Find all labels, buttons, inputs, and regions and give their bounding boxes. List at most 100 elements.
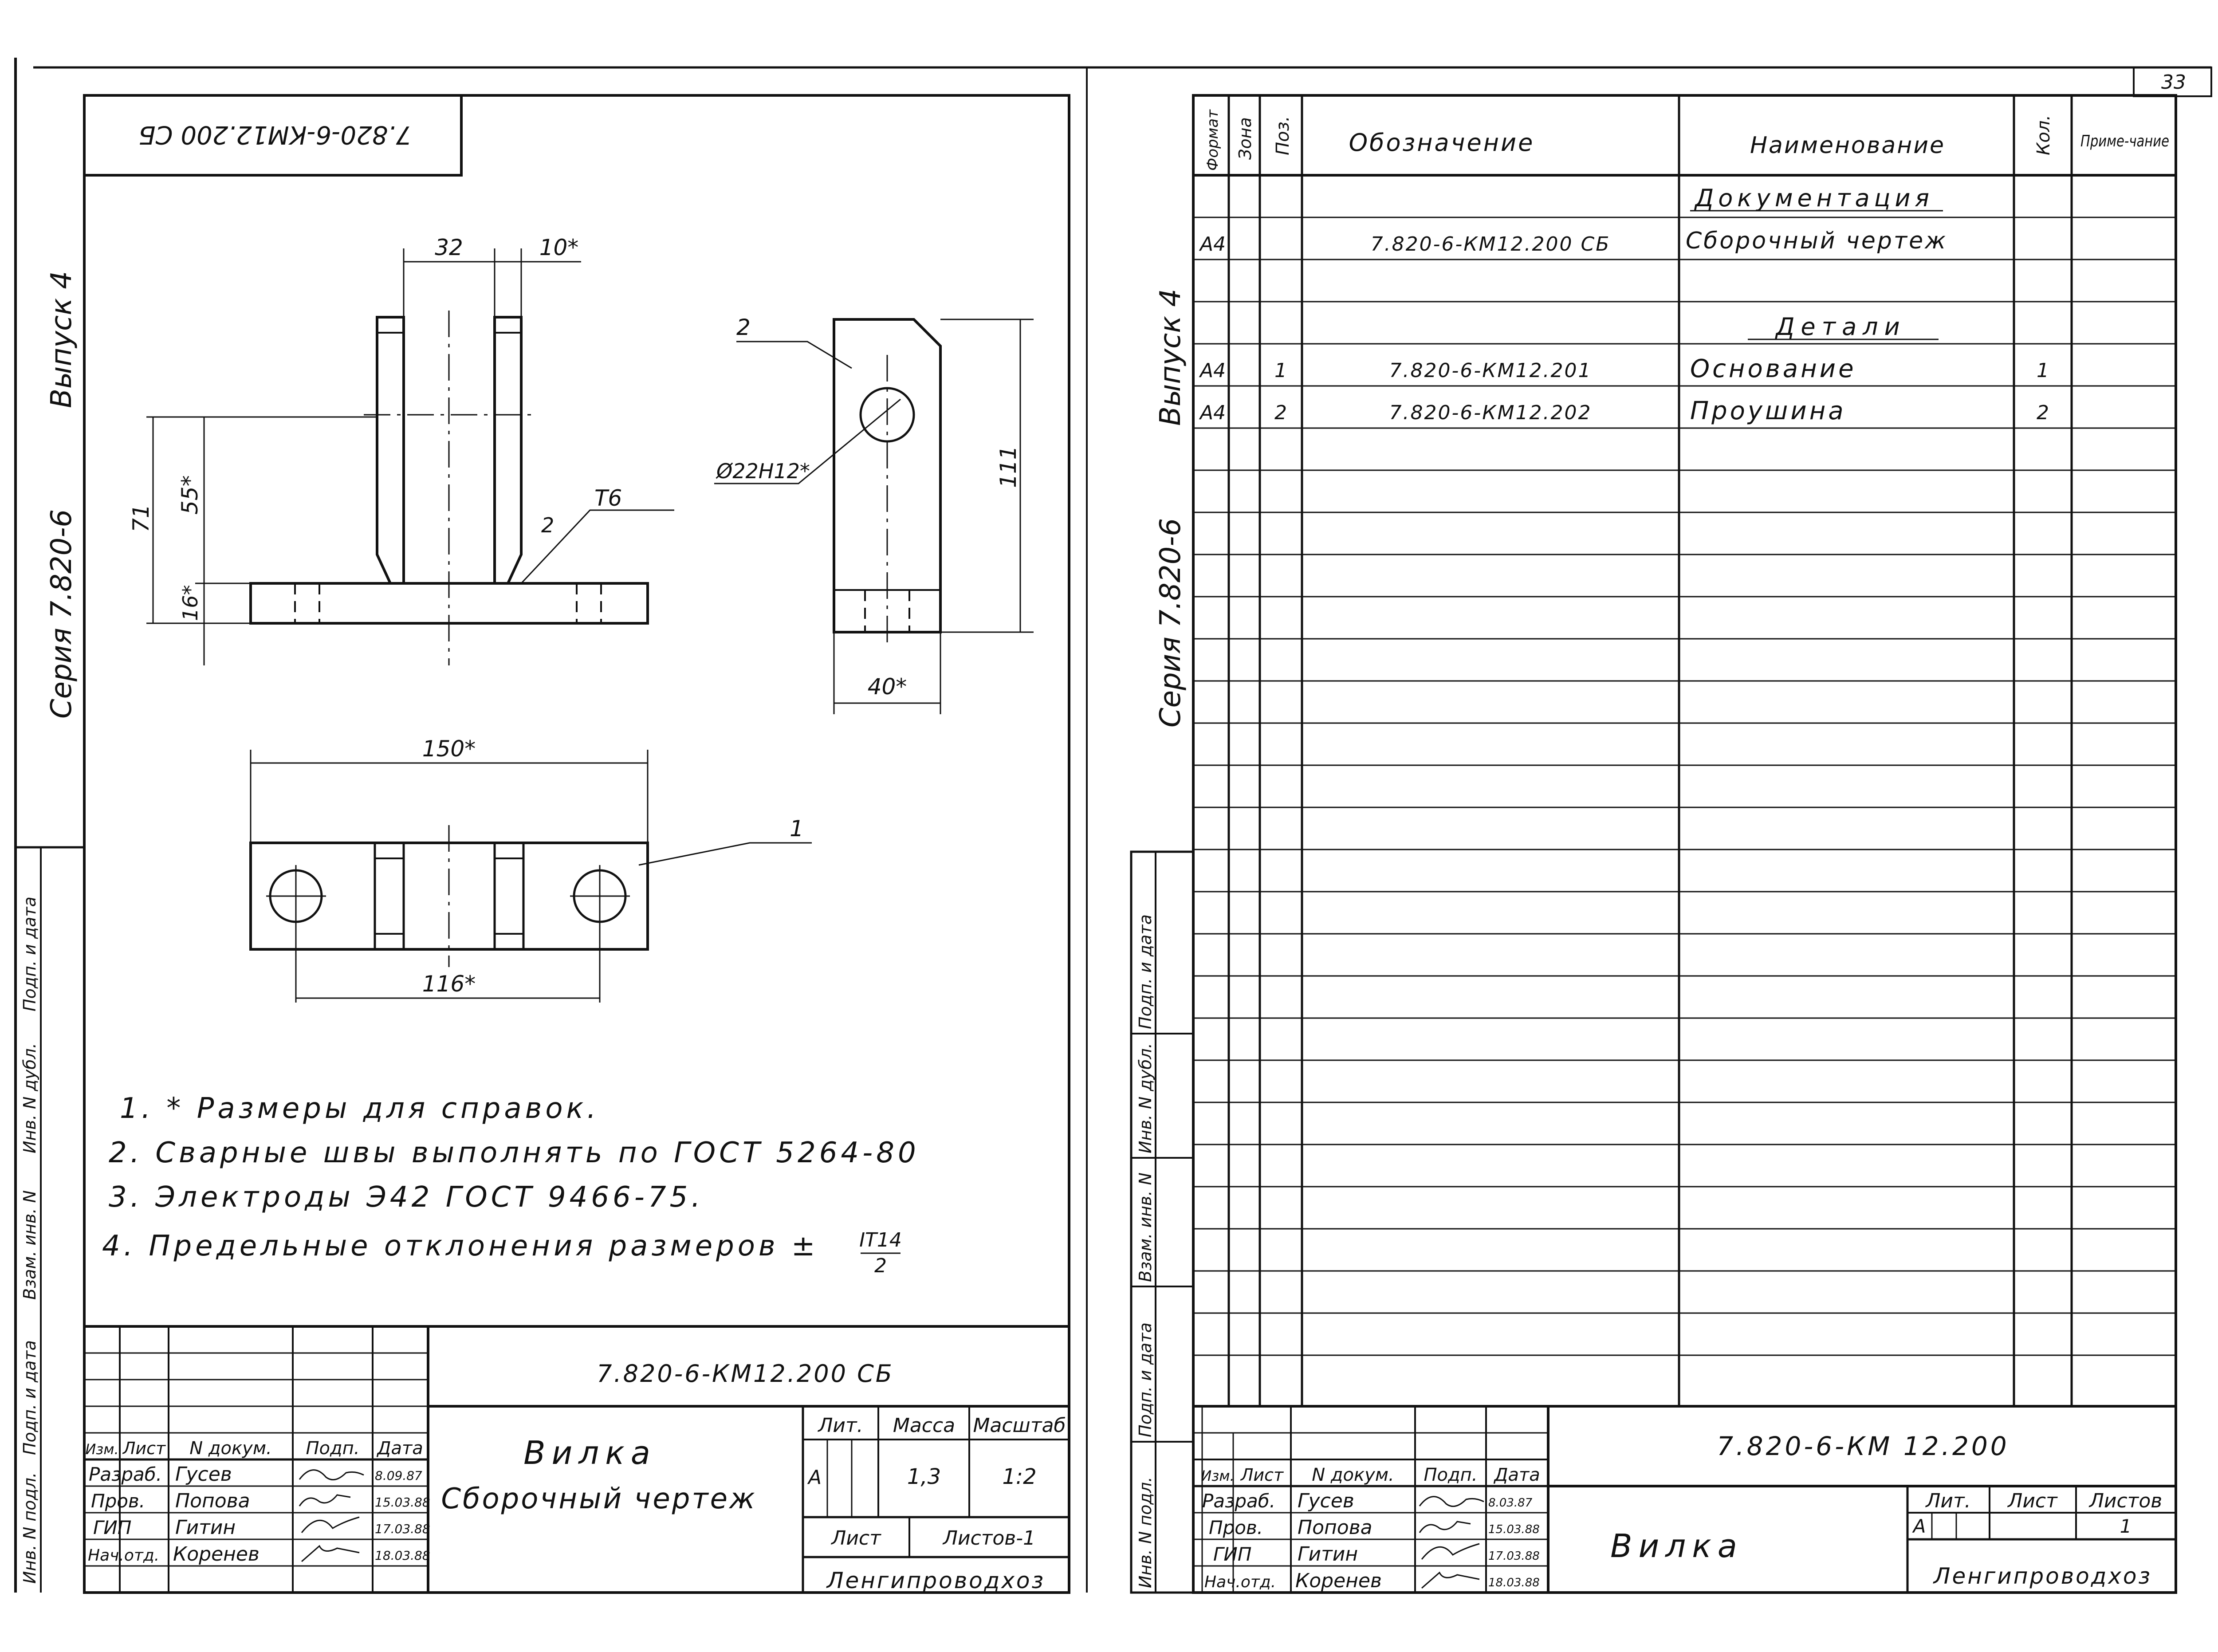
title-block-1 bbox=[84, 1325, 1069, 1593]
position-1: 1 bbox=[790, 816, 804, 842]
dim-32: 32 bbox=[435, 235, 463, 260]
row-2-qty: 1 bbox=[2037, 359, 2049, 382]
tb2-lit-label: Лит. bbox=[1925, 1490, 1970, 1512]
side-stamp-2 bbox=[1130, 850, 1195, 1594]
row-2-pos: 1 bbox=[1274, 359, 1287, 382]
tb2-sheet-label: Лист bbox=[2007, 1490, 2058, 1512]
tolerance-numerator: IT14 bbox=[859, 1229, 902, 1251]
spec-row: А4 2 7.820-6-КМ12.202 Проушина 2 bbox=[1199, 397, 2049, 425]
tb1-h-date: Дата bbox=[376, 1438, 423, 1459]
row-1-designation: 7.820-6-КМ12.200 СБ bbox=[1371, 233, 1611, 256]
tb1-role-2: Пров. bbox=[91, 1490, 145, 1512]
row-3-pos: 2 bbox=[1274, 401, 1287, 424]
note-4: 4. Предельные отклонения размеров ± bbox=[102, 1230, 819, 1263]
tb2-person-3: Гитин bbox=[1298, 1543, 1358, 1565]
tb2-sheets-value: 1 bbox=[2120, 1515, 2132, 1537]
side-view bbox=[714, 318, 1034, 714]
tb2-date-4: 18.03.88 bbox=[1488, 1576, 1540, 1589]
tb1-date-4: 18.03.88 bbox=[375, 1548, 430, 1563]
tb2-date-2: 15.03.88 bbox=[1488, 1523, 1540, 1536]
note-3: 3. Электроды Э42 ГОСТ 9466-75. bbox=[109, 1181, 704, 1214]
side2-stamp-label-2: Подп. и дата bbox=[1136, 1322, 1155, 1437]
tb2-lit-value: А bbox=[1912, 1515, 1926, 1537]
front-view bbox=[146, 248, 674, 665]
tb1-h-podp: Подп. bbox=[306, 1438, 359, 1459]
spec-table-grid bbox=[1193, 95, 2176, 1406]
tb1-role-3: ГИП bbox=[93, 1517, 131, 1538]
side-stamp-label-4: Инв. N дубл. bbox=[20, 1043, 39, 1153]
tb1-role-4: Нач.отд. bbox=[88, 1546, 159, 1565]
page-frame bbox=[14, 58, 2212, 1593]
tb2-person-2: Попова bbox=[1298, 1516, 1372, 1539]
tb2-org: Ленгипроводхоз bbox=[1933, 1563, 2152, 1589]
tb2-designation: 7.820-6-КМ 12.200 bbox=[1717, 1431, 2009, 1461]
tb2-h-podp: Подп. bbox=[1424, 1465, 1477, 1485]
side-issue-2: Выпуск 4 bbox=[1154, 289, 1187, 426]
row-1-name: Сборочный чертеж bbox=[1686, 228, 1947, 254]
tb2-person-1: Гусев bbox=[1298, 1490, 1354, 1512]
tb1-h-izm: Изм. bbox=[85, 1441, 118, 1458]
tb2-h-list: Лист bbox=[1240, 1465, 1284, 1485]
tb2-name: Вилка bbox=[1610, 1527, 1743, 1565]
tb1-scale-value: 1:2 bbox=[1002, 1464, 1036, 1489]
side-series-2: Серия 7.820-6 bbox=[1154, 518, 1187, 728]
row-3-qty: 2 bbox=[2037, 401, 2049, 424]
note-2: 2. Сварные швы выполнять по ГОСТ 5264-80 bbox=[109, 1137, 920, 1169]
spec-h-name: Наименование bbox=[1750, 132, 1945, 159]
tb2-date-3: 17.03.88 bbox=[1488, 1550, 1540, 1563]
tb1-designation: 7.820-6-КМ12.200 СБ bbox=[597, 1360, 894, 1388]
spec-h-designation: Обозначение bbox=[1349, 129, 1535, 157]
tb1-person-4: Коренев bbox=[173, 1543, 260, 1565]
sheet1: 7.820-6-КМ12.200 СБ Серия 7.820-6 Выпуск… bbox=[16, 94, 1070, 1594]
tb1-role-1: Разраб. bbox=[89, 1463, 162, 1485]
title-block-2 bbox=[1193, 1405, 2176, 1593]
tb2-role-4: Нач.отд. bbox=[1204, 1573, 1276, 1591]
tb1-sheets-label: Листов-1 bbox=[942, 1527, 1035, 1550]
tb1-date-3: 17.03.88 bbox=[375, 1522, 430, 1536]
tb2-h-doc: N докум. bbox=[1312, 1465, 1394, 1485]
tb1-mass-label: Масса bbox=[893, 1414, 955, 1437]
tb1-lit-label: Лит. bbox=[817, 1414, 863, 1437]
spec-h-format: Формат bbox=[1204, 109, 1222, 171]
position-2-side: 2 bbox=[736, 315, 751, 340]
tb2-role-1: Разраб. bbox=[1202, 1490, 1275, 1512]
tb2-role-3: ГИП bbox=[1213, 1543, 1251, 1565]
tb1-sheet-label: Лист bbox=[830, 1527, 881, 1550]
tb2-h-date: Дата bbox=[1493, 1465, 1540, 1485]
tb1-org: Ленгипроводхоз bbox=[826, 1568, 1045, 1593]
side2-stamp-label-5: Подп. и дата bbox=[1136, 914, 1155, 1029]
spec-row: А4 7.820-6-КМ12.200 СБ Сборочный чертеж bbox=[1199, 228, 1947, 256]
row-3-format: А4 bbox=[1199, 401, 1226, 424]
tb1-date-2: 15.03.88 bbox=[375, 1495, 430, 1510]
corner-stamp: 7.820-6-КМ12.200 СБ bbox=[138, 120, 412, 149]
position-2-front: 2 bbox=[541, 513, 554, 537]
row-2-name: Основание bbox=[1690, 354, 1856, 383]
dim-10: 10* bbox=[539, 235, 579, 260]
tb1-lit-value: А bbox=[807, 1466, 822, 1489]
spec-h-pos: Поз. bbox=[1273, 116, 1293, 155]
dim-111: 111 bbox=[995, 446, 1021, 488]
dim-16: 16* bbox=[178, 585, 202, 621]
tb1-person-1: Гусев bbox=[175, 1463, 232, 1486]
weld-mark: T6 bbox=[594, 485, 622, 511]
side-stamp-label-3: Взам. инв. N bbox=[20, 1190, 39, 1300]
tb1-h-doc: N докум. bbox=[189, 1438, 272, 1459]
sheet2: Выпуск 4 Серия 7.820-6 Инв. N подл. Подп… bbox=[1130, 94, 2177, 1594]
section-docs: Документация bbox=[1694, 184, 1934, 212]
side-stamp-label-2: Подп. и дата bbox=[20, 1340, 39, 1455]
tb1-scale-label: Масштаб bbox=[973, 1414, 1066, 1437]
tb1-mass-value: 1,3 bbox=[907, 1464, 941, 1489]
row-2-format: А4 bbox=[1199, 359, 1226, 382]
tb1-person-2: Попова bbox=[175, 1490, 250, 1512]
tb1-name: Вилка bbox=[523, 1434, 657, 1471]
tb2-h-izm: Изм. bbox=[1201, 1467, 1234, 1484]
spec-row: А4 1 7.820-6-КМ12.201 Основание 1 bbox=[1199, 354, 2049, 383]
dim-71: 71 bbox=[128, 504, 154, 532]
spec-h-qty: Кол. bbox=[2033, 115, 2054, 155]
side2-stamp-label-1: Инв. N подл. bbox=[1136, 1477, 1155, 1588]
section-parts: Детали bbox=[1775, 313, 1906, 341]
tb2-role-2: Пров. bbox=[1209, 1517, 1263, 1538]
side2-stamp-label-3: Взам. инв. N bbox=[1136, 1172, 1155, 1282]
side-stamp-label-5: Подп. и дата bbox=[20, 897, 39, 1011]
